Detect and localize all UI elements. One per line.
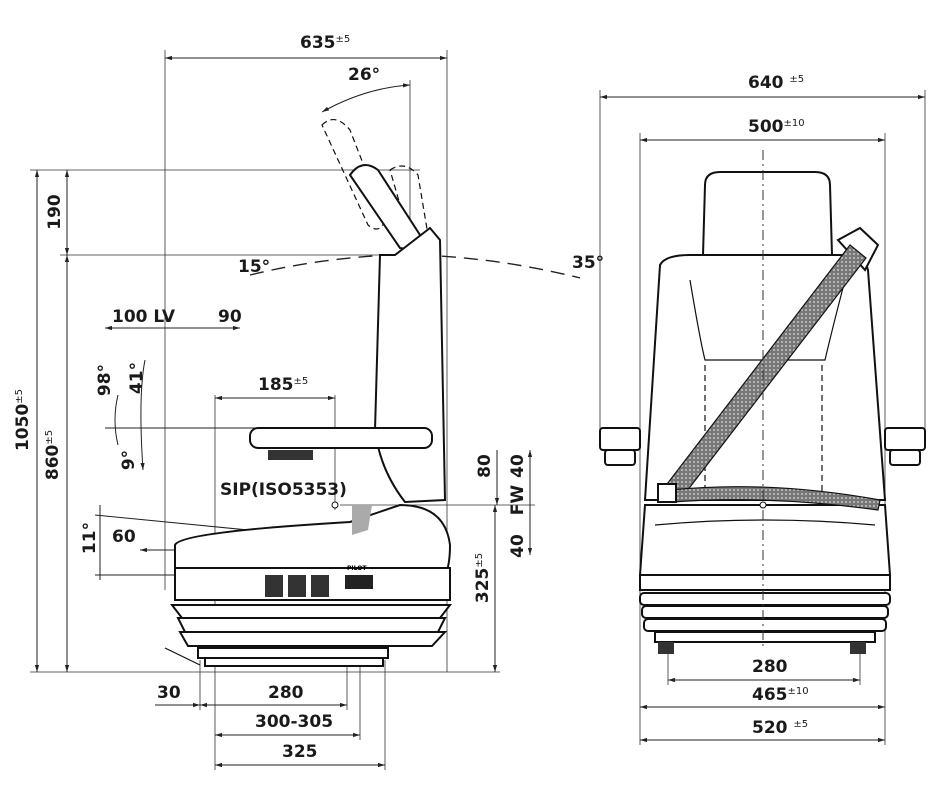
label-headrest-height: 190 xyxy=(45,194,65,230)
label-mount-325: 325 xyxy=(282,742,318,762)
label-cushion-width: 520 ±5 xyxy=(752,718,808,738)
headrest xyxy=(348,164,422,250)
label-fw-up-40: 40 xyxy=(508,454,528,478)
front-seat-cushion xyxy=(638,504,892,576)
brand-logo: PILOT xyxy=(347,565,367,572)
label-fw-down-40: 40 xyxy=(508,534,528,558)
label-angle-35: 35° xyxy=(572,253,604,273)
label-mount-280: 280 xyxy=(268,683,304,703)
label-cushion-travel: 60 xyxy=(112,527,136,547)
belt-buckle xyxy=(657,483,677,503)
label-overall-depth: 635±5 xyxy=(300,33,350,53)
label-angle-15: 15° xyxy=(238,257,270,277)
label-sip-height: 325±5 xyxy=(473,553,493,603)
front-base xyxy=(639,574,891,591)
suspension-bellows xyxy=(169,604,453,667)
pilot-control-box xyxy=(345,575,373,589)
label-lever-offset: 30 xyxy=(157,683,181,703)
label-vertical-80: 80 xyxy=(475,454,495,478)
backrest-forward-arc xyxy=(249,254,393,276)
label-cushion-angle: 11° xyxy=(80,522,100,554)
backrest-recline-arc xyxy=(419,254,581,279)
label-base-width: 465±10 xyxy=(752,685,809,705)
label-sip: SIP(ISO5353) xyxy=(220,480,347,500)
label-backrest-height: 860±5 xyxy=(43,430,63,480)
label-overall-height: 1050±5 xyxy=(13,389,33,451)
label-backrest-width: 500±10 xyxy=(748,117,805,137)
armrest-control xyxy=(268,450,313,460)
label-angle-9: 9° xyxy=(119,450,139,470)
label-fore-aft-100: 100 LV xyxy=(112,307,176,327)
front-view: 640 ±5 500±10 280 465±10 520 ±5 xyxy=(599,73,926,745)
front-headrest xyxy=(701,171,834,256)
label-angle-41: 41° xyxy=(127,362,147,394)
label-angle-98: 98° xyxy=(95,364,115,396)
label-overall-width: 640 ±5 xyxy=(748,73,804,93)
dimension-lines xyxy=(34,55,533,768)
lap-belt xyxy=(669,486,881,511)
front-bellows xyxy=(639,592,891,643)
left-armrest xyxy=(599,427,641,451)
armrest xyxy=(249,427,433,449)
label-mount-300-305: 300-305 xyxy=(255,712,333,732)
right-armrest xyxy=(884,427,926,451)
label-headrest-tilt: 26° xyxy=(348,65,380,85)
label-armrest-depth: 185±5 xyxy=(258,375,308,395)
side-seat-outline: PILOT xyxy=(164,119,453,667)
front-seat-outline xyxy=(599,150,926,654)
label-mount-width: 280 xyxy=(752,657,788,677)
front-dimension-lines xyxy=(600,94,925,743)
label-fore-aft-90: 90 xyxy=(218,307,242,327)
side-view: PILOT 635±5 26° 190 1050±5 860±5 15° 35°… xyxy=(13,33,604,770)
adjustment-lever xyxy=(164,647,201,666)
label-fw: FW xyxy=(508,485,528,516)
backrest xyxy=(373,226,447,504)
sip-point xyxy=(331,501,339,509)
